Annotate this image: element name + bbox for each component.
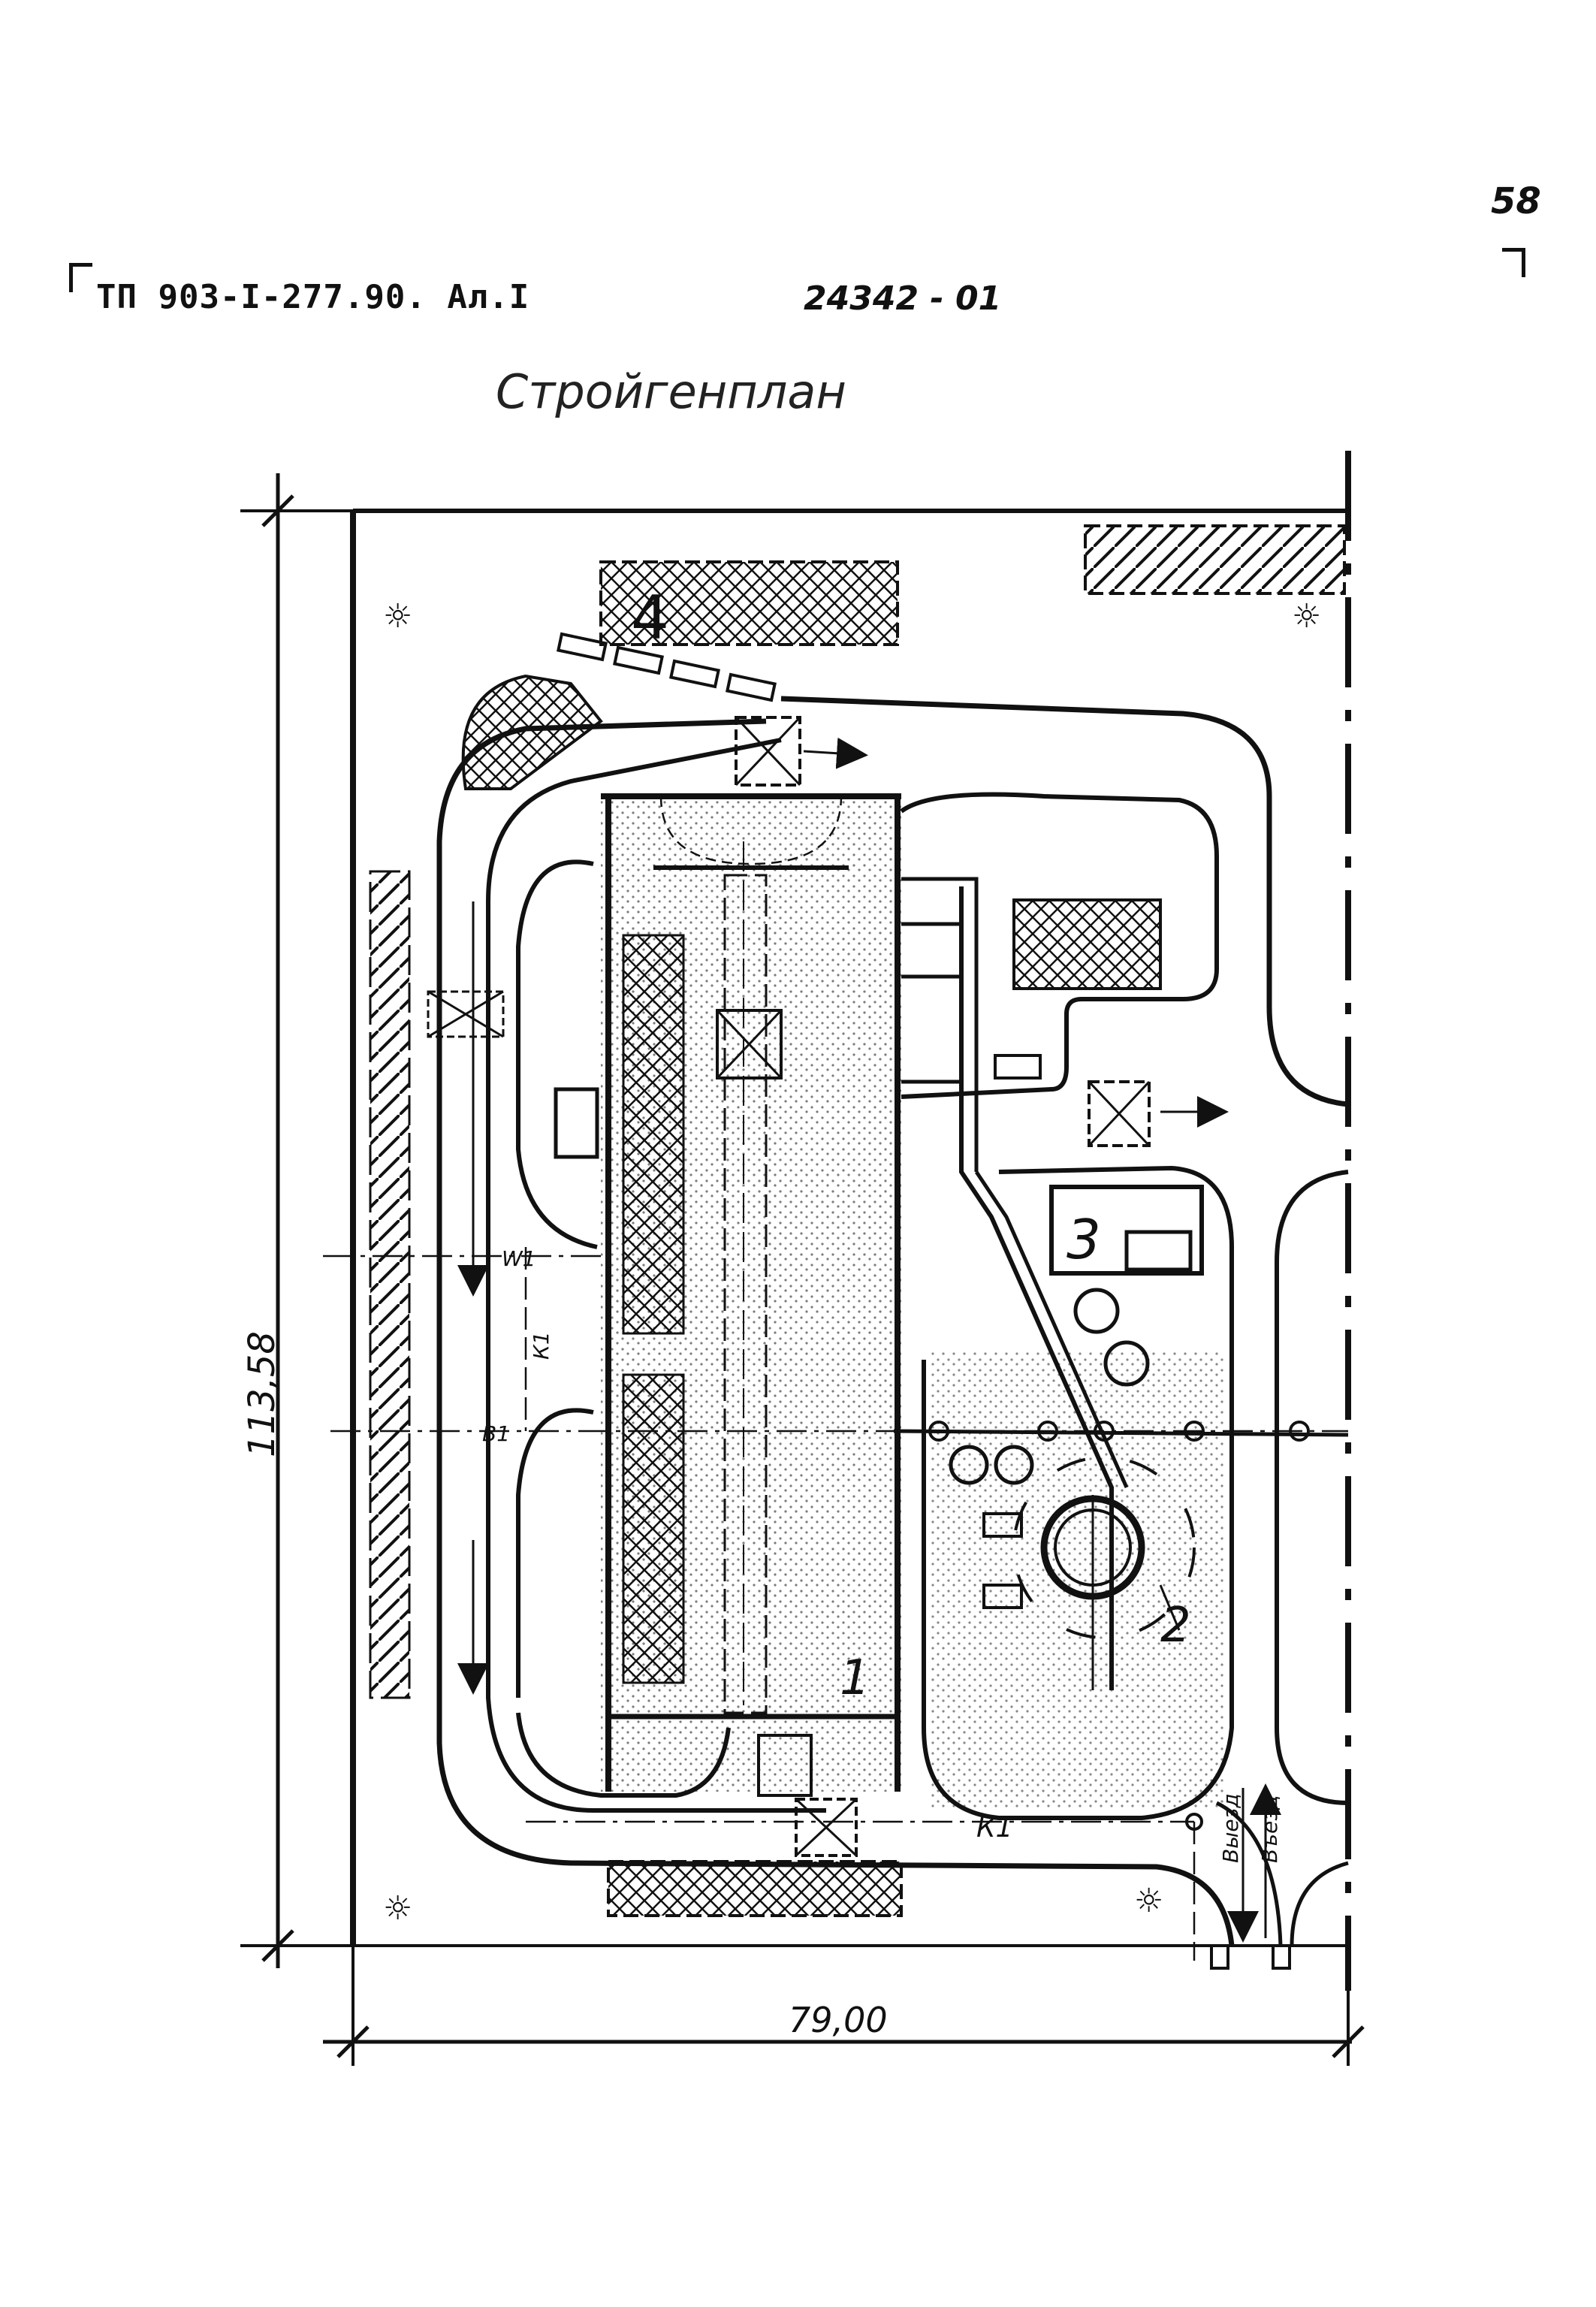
left-annex — [427, 859, 599, 1698]
svg-text:☼: ☼ — [1134, 1882, 1163, 1920]
storage-area-4 — [599, 560, 899, 646]
tanks — [949, 1288, 1150, 1485]
label-line-k1-bottom: К1 — [976, 1813, 1012, 1843]
label-building-4: 4 — [631, 583, 669, 653]
crane-top — [735, 716, 868, 787]
building-2 — [982, 1456, 1196, 1690]
svg-text:☼: ☼ — [383, 597, 412, 636]
temporary-road — [436, 696, 1349, 1946]
document-code: ТП 903-I-277.90. Ал.I — [96, 278, 530, 316]
dimension-width — [323, 1946, 1365, 2066]
storage-area-left-strip — [369, 870, 411, 1699]
site-boundary — [350, 451, 1351, 1991]
dimension-height — [240, 473, 353, 1968]
bottom-annex — [516, 1712, 858, 1857]
label-building-3: 3 — [1067, 1208, 1101, 1271]
vehicle-row — [556, 632, 777, 702]
label-line-w1: W1 — [502, 1246, 536, 1271]
storage-area-bottom — [607, 1860, 903, 1917]
dimension-width-label: 79,00 — [789, 2000, 888, 2040]
corner-mark-top-right — [1502, 248, 1525, 277]
label-exit: Выезд — [1218, 1793, 1243, 1863]
storage-area-curved — [461, 674, 603, 790]
building-1 — [601, 793, 901, 1792]
label-line-b1: В1 — [482, 1421, 510, 1446]
label-building-1: 1 — [840, 1650, 870, 1706]
crane-right — [1088, 1080, 1229, 1147]
label-building-2: 2 — [1160, 1598, 1191, 1653]
label-line-k1-vertical: К1 — [529, 1331, 554, 1360]
corner-mark-top-left — [69, 263, 92, 292]
svg-text:☼: ☼ — [383, 1889, 412, 1928]
svg-text:☼: ☼ — [1292, 597, 1321, 636]
floodlight-icons: ☼ ☼ ☼ ☼ — [383, 597, 1321, 1928]
sheet-code: 24342 - 01 — [804, 279, 1002, 318]
storage-area-right — [1012, 898, 1162, 990]
storage-area-top-right — [1084, 524, 1346, 595]
utility-lines — [323, 1247, 1349, 1961]
label-entry: Въезд — [1257, 1795, 1282, 1863]
dimension-height-label: 113,58 — [241, 1331, 283, 1457]
gate-area — [1210, 1783, 1291, 1970]
page-title: Стройгенплан — [496, 364, 846, 419]
page-number: 58 — [1491, 180, 1541, 222]
